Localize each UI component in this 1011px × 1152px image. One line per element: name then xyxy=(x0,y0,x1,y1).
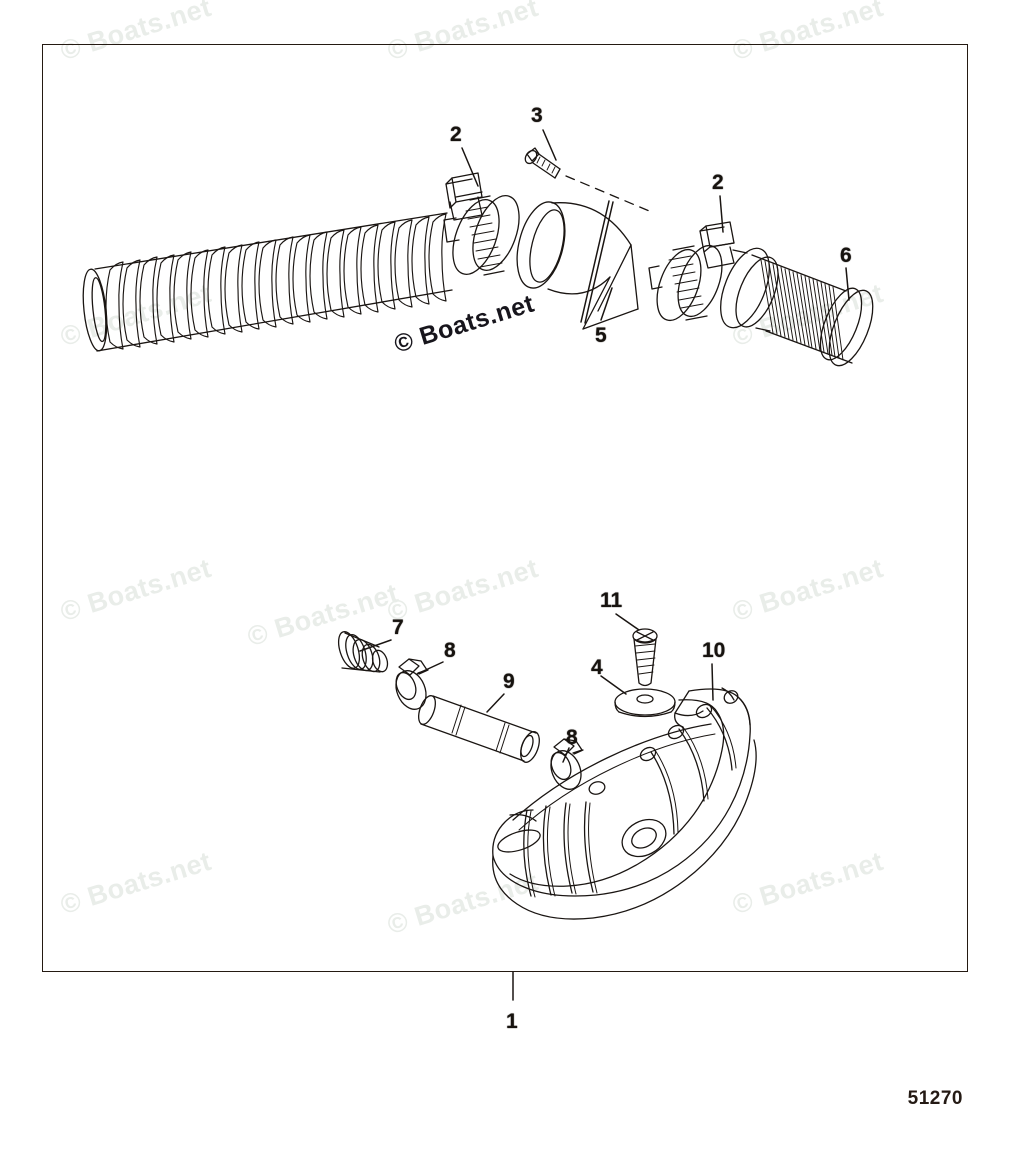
callout-4-leader xyxy=(600,675,627,695)
callout-11: 11 xyxy=(600,589,623,612)
callout-11-leader xyxy=(615,613,640,631)
callout-8-upper: 8 xyxy=(444,639,456,662)
part-washer xyxy=(614,688,676,718)
part-corrugated-hose xyxy=(82,212,453,352)
callout-5: 5 xyxy=(595,324,607,347)
callout-9-leader xyxy=(486,693,505,713)
callout-10: 10 xyxy=(702,639,726,662)
part-hose-segment xyxy=(418,695,540,763)
callout-8-lower: 8 xyxy=(566,726,578,749)
callout-2-left: 2 xyxy=(450,123,462,146)
callout-10-leader xyxy=(711,663,714,701)
callout-2-left-leader xyxy=(461,147,479,187)
callout-6-leader xyxy=(845,267,850,301)
callout-2-right: 2 xyxy=(712,171,724,194)
callout-2-right-leader xyxy=(719,195,724,233)
callout-4: 4 xyxy=(591,656,603,679)
part-hose-clamp-left xyxy=(443,172,520,276)
part-air-filter xyxy=(720,247,874,367)
callout-6: 6 xyxy=(840,244,852,267)
part-small-clamp-lower xyxy=(550,738,584,790)
drawing-number: 51270 xyxy=(907,1088,963,1109)
callout-8-lower-leader xyxy=(562,747,570,763)
callout-7: 7 xyxy=(392,616,404,639)
part-self-tapping-screw xyxy=(632,628,658,687)
part-screw xyxy=(524,147,655,214)
diagram-frame-border xyxy=(42,44,968,972)
callout-5-leader xyxy=(600,287,613,321)
watermark-dark: © Boats.net xyxy=(390,289,538,359)
part-air-intake-cover xyxy=(492,687,757,920)
callout-leader-lines xyxy=(359,129,850,1001)
callout-7-leader xyxy=(359,639,392,652)
part-elbow-boot xyxy=(516,200,639,330)
part-hose-clamp-right xyxy=(648,221,735,322)
callout-1: 1 xyxy=(506,1010,518,1033)
callout-3-leader xyxy=(542,129,557,161)
callout-9: 9 xyxy=(503,670,515,693)
callout-8-upper-leader xyxy=(416,661,444,675)
callout-3: 3 xyxy=(531,104,543,127)
